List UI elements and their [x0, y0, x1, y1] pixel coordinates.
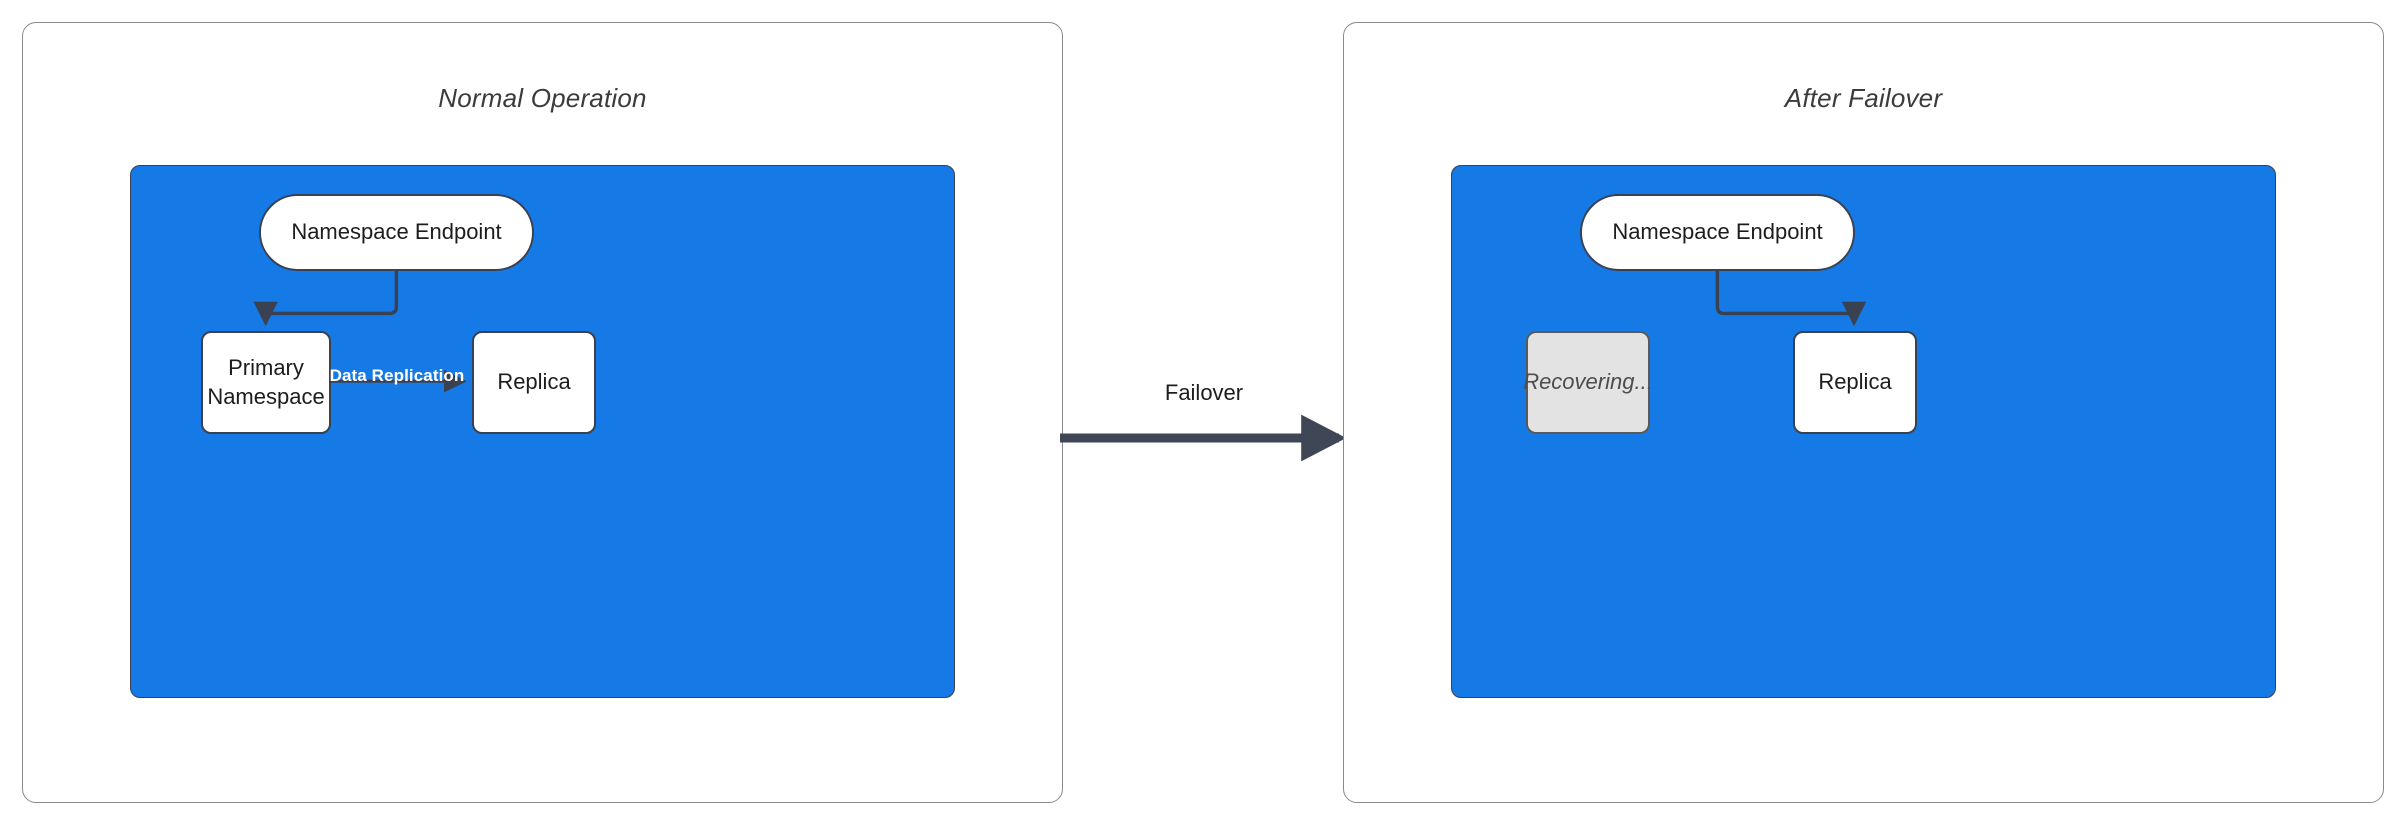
- availability-zone-failover: Namespace Endpoint Recovering... Replica: [1451, 165, 2276, 698]
- panel-title-normal-operation: Normal Operation: [438, 83, 647, 113]
- failover-transition: Failover: [1058, 380, 1350, 490]
- node-label: Primary Namespace: [207, 354, 324, 410]
- node-namespace-endpoint-failover[interactable]: Namespace Endpoint: [1580, 194, 1855, 271]
- node-recovering[interactable]: Recovering...: [1523, 331, 1653, 434]
- node-label-line1: Primary: [228, 355, 304, 381]
- node-label: Replica: [497, 369, 571, 395]
- node-label: Recovering...: [1523, 369, 1653, 395]
- panel-title-after-failover: After Failover: [1784, 83, 1943, 113]
- failover-arrow-label: Failover: [1164, 380, 1244, 405]
- edge-label-data-replication: Data Replication: [329, 366, 465, 385]
- node-label: Namespace Endpoint: [291, 219, 502, 245]
- edge-endpoint-to-primary: [253, 270, 399, 327]
- availability-zone-primary: Namespace Endpoint Primary Namespace Rep…: [130, 165, 955, 698]
- panel-normal-operation: Normal Operation Namespace Endpo: [22, 22, 1063, 803]
- edge-endpoint-to-replica: [1715, 270, 1867, 327]
- node-replica-normal[interactable]: Replica: [472, 331, 596, 434]
- node-label: Namespace Endpoint: [1612, 219, 1823, 245]
- node-namespace-endpoint-primary[interactable]: Namespace Endpoint: [259, 194, 534, 271]
- panel-after-failover: After Failover Namespace Endpoint Recove…: [1343, 22, 2384, 803]
- node-label-line2: Namespace: [207, 383, 325, 409]
- node-primary-namespace[interactable]: Primary Namespace: [201, 331, 331, 434]
- node-label: Replica: [1818, 369, 1892, 395]
- node-replica-promoted[interactable]: Replica: [1793, 331, 1917, 434]
